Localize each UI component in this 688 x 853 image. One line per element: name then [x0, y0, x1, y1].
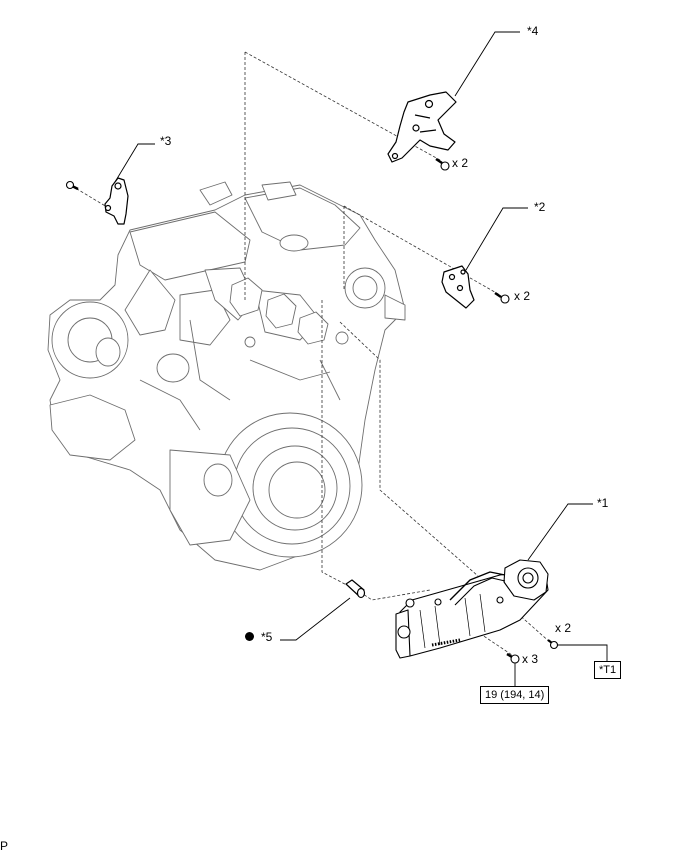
- non-reusable-part-icon: [245, 632, 254, 641]
- quantity-egr-studs: x 2: [555, 621, 572, 635]
- footer-code: P: [0, 839, 9, 853]
- callout-5: *5: [261, 630, 273, 644]
- union-tube-5: [345, 579, 366, 599]
- bolt-bracket-2: [494, 291, 510, 304]
- quantity-bracket-4: x 2: [452, 156, 469, 170]
- bolt-bracket-3: [65, 180, 79, 191]
- bolt-bracket-4: [435, 157, 450, 171]
- torque-spec-box: 19 (194, 14): [480, 686, 550, 704]
- egr-bolts: [506, 652, 520, 664]
- quantity-bracket-2: x 2: [514, 289, 531, 303]
- callout-1: *1: [597, 496, 609, 510]
- egr-cooler-assembly: [395, 559, 549, 659]
- bracket-3: [104, 177, 129, 225]
- bracket-2: [441, 265, 475, 309]
- engine-assembly: [47, 181, 406, 571]
- tool-callout-t1: *T1: [594, 661, 622, 679]
- leader-lines: [114, 31, 608, 687]
- quantity-egr-bolts: x 3: [522, 652, 539, 666]
- callout-3: *3: [160, 134, 172, 148]
- egr-studs: [547, 639, 559, 650]
- bracket-4: [387, 91, 457, 163]
- callout-2: *2: [534, 200, 546, 214]
- callout-4: *4: [527, 24, 539, 38]
